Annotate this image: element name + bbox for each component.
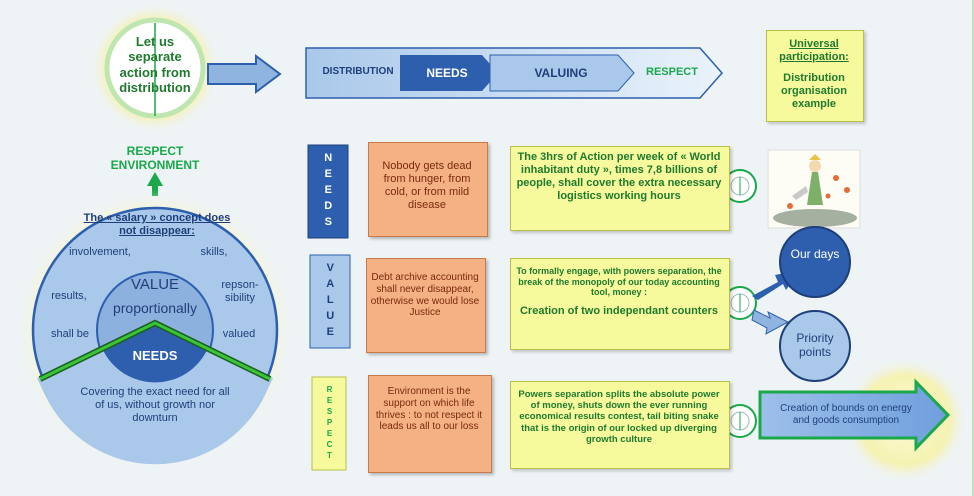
- label-needs-box: [307, 144, 349, 239]
- ring-word-responsibility: repson-sibility: [221, 279, 259, 304]
- scroll-needs: [368, 142, 488, 237]
- priority-points-label: Priority points: [796, 331, 834, 360]
- info-needs-box: [510, 146, 730, 231]
- label-value-box: [309, 254, 351, 349]
- salary-title: The « salary » concept does not disappea…: [83, 212, 231, 237]
- info-value-text-b: Creation of two independant counters: [519, 305, 718, 317]
- label-respect-box: [311, 376, 347, 471]
- row-label-text: RESPECT: [325, 385, 334, 462]
- info-needs-text: The 3hrs of Action per week of « World i…: [516, 151, 722, 202]
- info-value-text-a: To formally engage, with powers separati…: [516, 266, 722, 298]
- top-circle-text: Let us separate action from distribution: [119, 34, 191, 95]
- row-label-needs: NEEDS: [308, 145, 348, 238]
- chevron-label-needs: NEEDS: [426, 66, 468, 80]
- covering-text: Covering the exact need for all of us, w…: [80, 386, 230, 424]
- scroll-respect-text: Environment is the support on which life…: [375, 386, 483, 433]
- scroll-needs-text: Nobody gets dead from hunger, from cold,…: [382, 160, 472, 211]
- scroll-value: [366, 258, 486, 353]
- info-value-box: [510, 258, 730, 350]
- universal-title: Universal participation:: [779, 38, 849, 63]
- top-arrow: [207, 54, 282, 94]
- chevron-valuing: [489, 54, 635, 92]
- row-label-respect: RESPECT: [312, 377, 346, 470]
- chevron-needs: [400, 55, 498, 91]
- universal-box: [766, 30, 864, 122]
- ring-word-skills: skills,: [200, 246, 228, 258]
- chevron-label-distribution: DISTRIBUTION: [322, 66, 394, 77]
- ring-word-involvement: involvement,: [69, 246, 131, 258]
- value-label: VALUE: [130, 276, 180, 293]
- universal-body: Distribution organisation example: [780, 72, 847, 110]
- priority-circle: [779, 310, 851, 382]
- ring-word-results: results,: [51, 290, 87, 302]
- scroll-respect: [368, 375, 492, 473]
- chevron-label-respect: RESPECT: [646, 66, 698, 78]
- our-days-label: Our days: [790, 247, 840, 261]
- row-label-text: VALUE: [324, 261, 337, 342]
- row-label-value: VALUE: [310, 255, 350, 348]
- needs-label: NEEDS: [132, 348, 178, 363]
- illustration-image: [767, 149, 861, 229]
- scroll-value-text: Debt archive accounting shall never disa…: [370, 272, 480, 319]
- info-respect-text: Powers separation splits the absolute po…: [518, 389, 720, 445]
- bounds-arrow: [758, 378, 951, 452]
- up-arrow: [147, 172, 163, 196]
- chevron-label-valuing: VALUING: [534, 66, 588, 80]
- arrow-to-priority: [751, 309, 790, 335]
- ring-word-shall-be: shall be: [51, 328, 89, 340]
- proportionally-label: proportionally: [112, 300, 198, 316]
- ring-word-valued: valued: [222, 328, 256, 340]
- info-respect-box: [510, 381, 730, 469]
- respect-environment-label: RESPECT ENVIRONMENT: [110, 144, 200, 173]
- bounds-text: Creation of bounds on energy and goods c…: [780, 403, 912, 426]
- row-label-text: NEEDS: [322, 151, 335, 232]
- our-days-circle: [779, 226, 851, 298]
